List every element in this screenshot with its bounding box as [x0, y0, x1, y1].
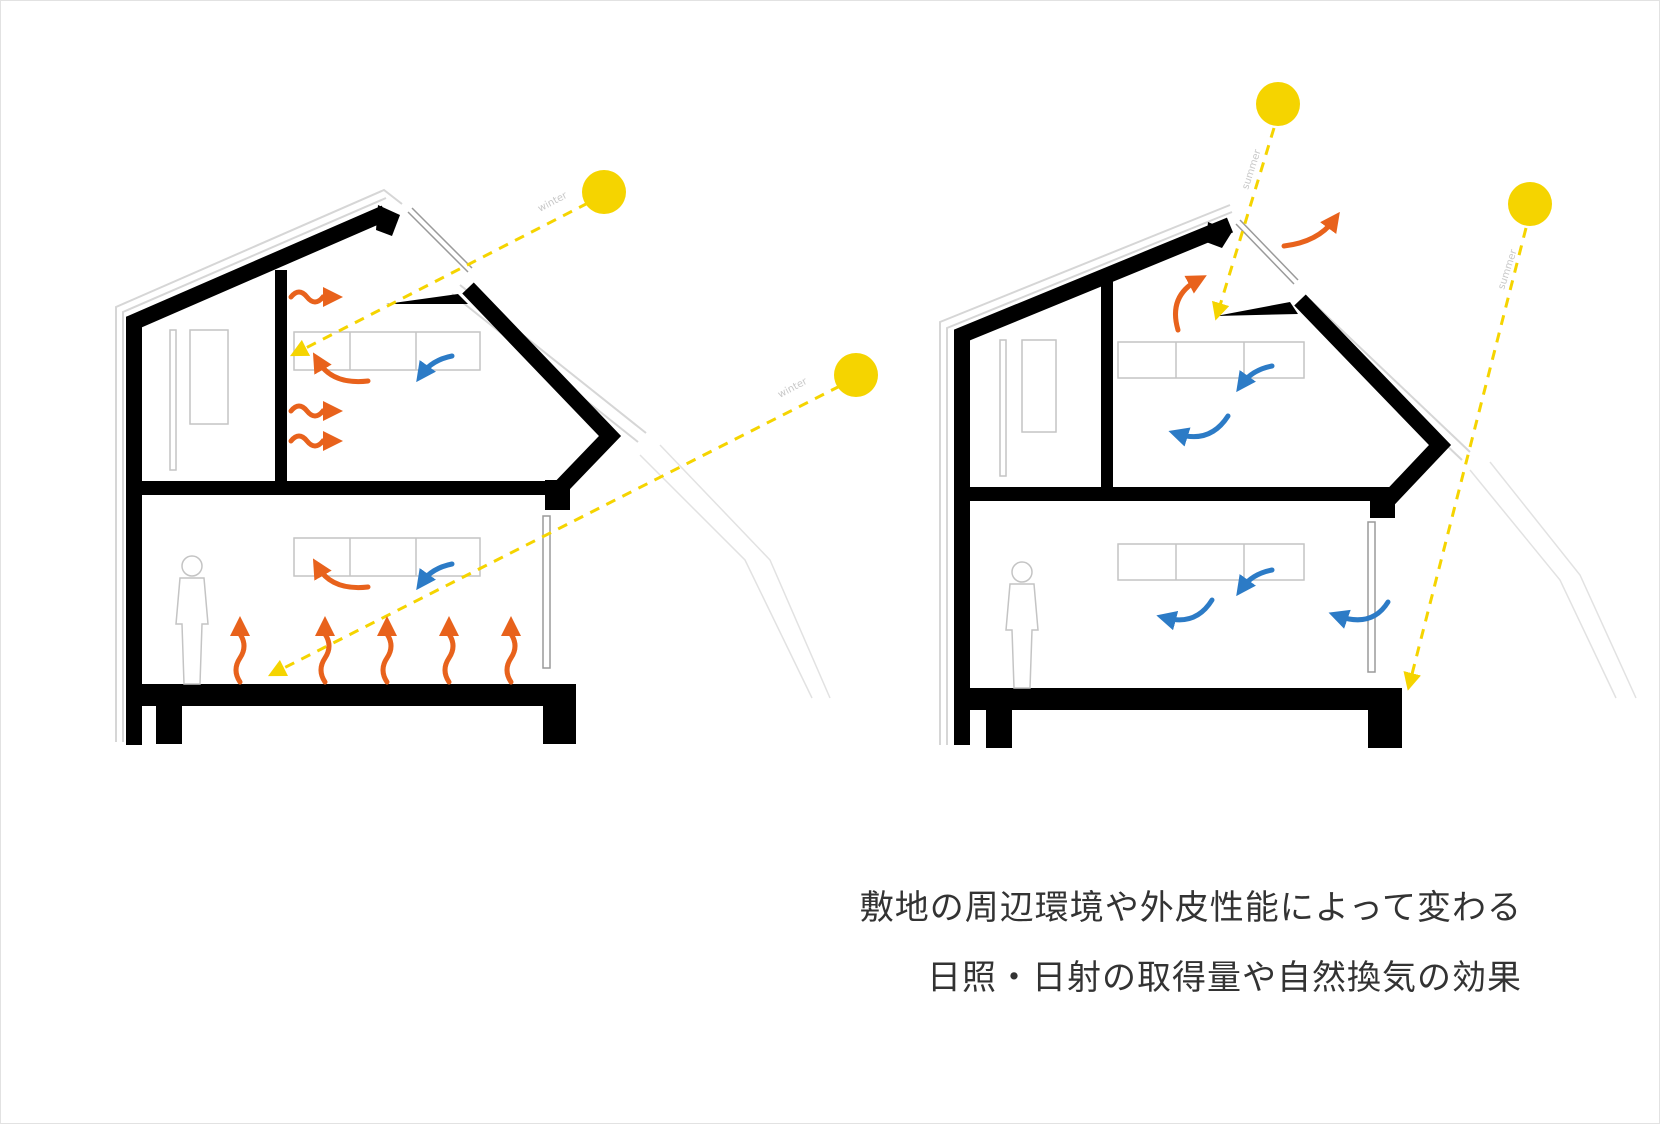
winter-label-lower: winter	[776, 376, 810, 401]
winter-glazing	[407, 207, 551, 669]
winter-sun-lower	[834, 353, 878, 397]
winter-sun-ray-upper	[289, 201, 589, 357]
summer-sun-ray-upper	[1212, 127, 1276, 321]
winter-ground-lines	[639, 444, 831, 699]
winter-cool-air-arrows	[416, 353, 455, 591]
winter-solid-blocks	[134, 205, 576, 744]
caption-line-1: 敷地の周辺環境や外皮性能によって変わる	[859, 888, 1522, 928]
caption-line-2: 日照・日射の取得量や自然換気の効果	[927, 958, 1522, 998]
winter-section: winter winter	[115, 170, 878, 745]
summer-section: summer summer	[939, 82, 1637, 748]
winter-walls	[126, 205, 622, 745]
winter-heat-arrows	[230, 287, 521, 685]
summer-cool-air-arrows	[1156, 363, 1391, 631]
summer-interior-fixtures	[999, 339, 1305, 581]
winter-sun-ray-lower	[267, 384, 841, 677]
summer-exhaust-arrows	[1173, 211, 1340, 333]
winter-warm-air-arrows	[312, 352, 371, 591]
summer-person-figure	[1005, 561, 1039, 689]
summer-sun-ray-lower	[1403, 227, 1528, 691]
winter-person-figure	[175, 555, 209, 685]
summer-glazing	[1235, 219, 1376, 673]
winter-sun-upper	[582, 170, 626, 214]
summer-sun-upper	[1256, 82, 1300, 126]
summer-ground-lines	[1469, 461, 1637, 699]
summer-solid-blocks	[962, 222, 1402, 748]
summer-sun-lower	[1508, 182, 1552, 226]
winter-label-upper: winter	[536, 190, 570, 215]
summer-walls	[954, 217, 1452, 745]
winter-interior-fixtures	[169, 329, 481, 577]
